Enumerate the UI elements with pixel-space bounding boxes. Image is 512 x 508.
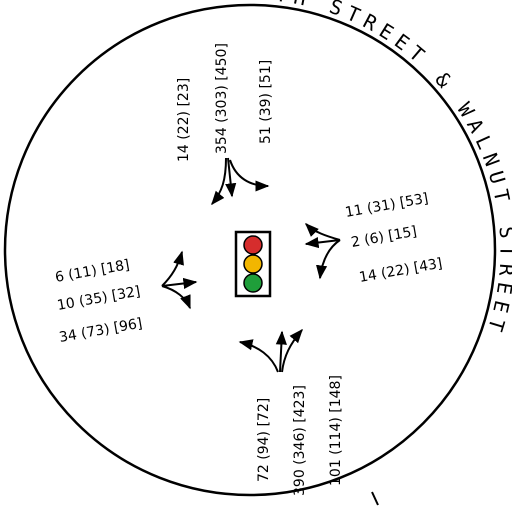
traffic-signal-icon	[234, 230, 272, 298]
title-letter: T	[483, 315, 510, 334]
signal-green-light	[243, 273, 263, 293]
east-right-arrow	[305, 223, 341, 241]
south-through-arrow	[275, 330, 287, 373]
south-volume-3: 101 (114) [148]	[328, 375, 344, 486]
title-letter: E	[492, 281, 512, 298]
south-volume-2: 390 (346) [423]	[292, 385, 308, 496]
title-letter: E	[488, 298, 512, 316]
signal-red-light	[243, 235, 263, 255]
title-letter: L	[471, 132, 498, 154]
west-volume-1: 6 (11) [18]	[54, 257, 131, 286]
leader-tick	[371, 491, 379, 506]
boundary-circle	[3, 3, 497, 497]
west-volume-3: 34 (73) [96]	[58, 316, 144, 346]
signal-yellow-light	[243, 254, 263, 274]
west-through-arrow	[161, 277, 198, 290]
west-volume-2: 10 (35) [32]	[56, 284, 142, 314]
north-volume-2: 354 (303) [450]	[214, 43, 230, 154]
title-letter: 9	[256, 0, 270, 5]
title-letter: U	[484, 168, 511, 187]
south-right-arrow	[281, 328, 303, 373]
south-volume-1: 72 (94) [72]	[256, 398, 272, 482]
title-letter: H	[292, 0, 309, 11]
title-letter: S	[494, 226, 512, 241]
title-letter: T	[274, 0, 290, 7]
title-letter: N	[478, 150, 505, 171]
south-approach-arrows	[238, 328, 303, 373]
north-through-arrow	[225, 157, 237, 198]
east-volume-3: 14 (22) [43]	[358, 256, 444, 286]
west-right-arrow	[161, 285, 191, 310]
west-left-arrow	[161, 250, 184, 287]
north-approach-arrows	[211, 157, 270, 206]
north-volume-1: 14 (22) [23]	[176, 78, 192, 162]
title-letter: T	[495, 245, 512, 258]
west-approach-arrows	[161, 250, 198, 310]
east-volume-2: 2 (6) [15]	[350, 224, 418, 251]
east-volume-1: 11 (31) [53]	[344, 191, 430, 221]
title-letter: R	[494, 263, 512, 278]
north-right-arrow	[211, 157, 227, 206]
north-volume-3: 51 (39) [51]	[258, 60, 274, 144]
south-left-arrow	[238, 339, 279, 373]
east-left-arrow	[316, 239, 341, 280]
east-approach-arrows	[304, 223, 341, 280]
title-letter: T	[489, 187, 512, 205]
north-left-arrow	[229, 159, 270, 192]
east-through-arrow	[304, 236, 341, 249]
